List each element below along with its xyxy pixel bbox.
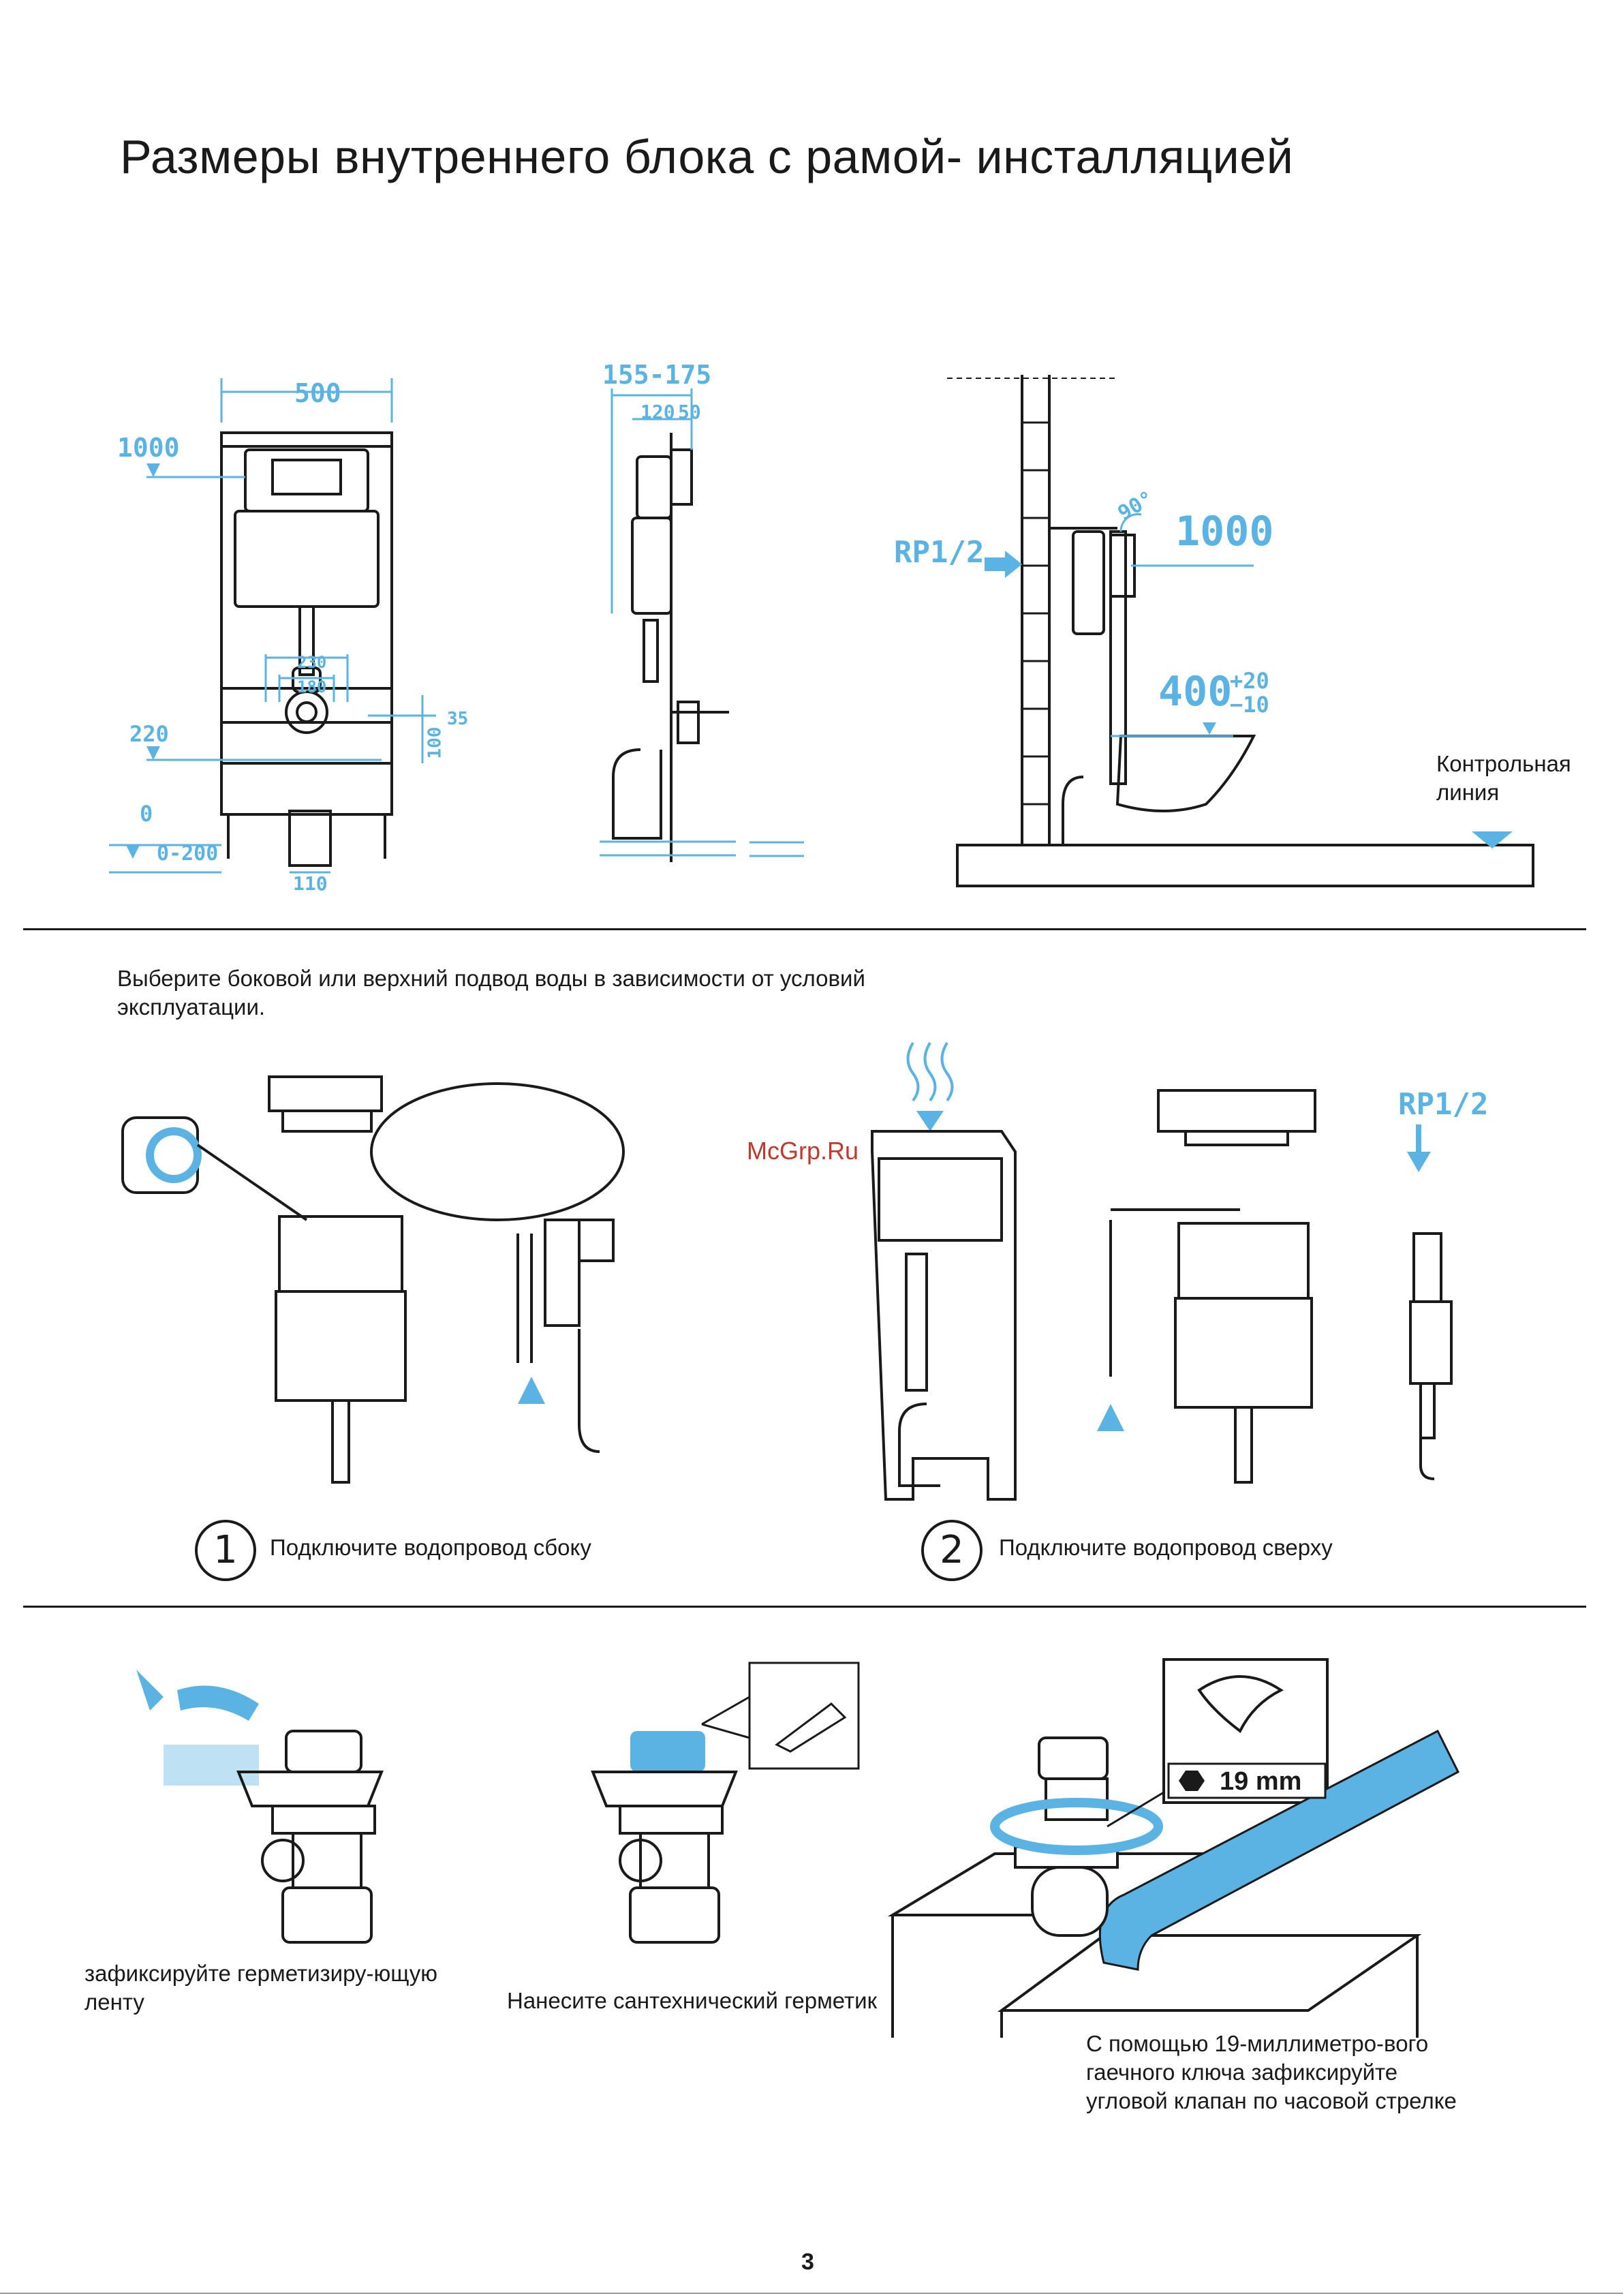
dim-wall-1000: 1000: [1175, 508, 1274, 555]
rp-top-label: RP1/2: [1398, 1087, 1489, 1122]
tape-valve-drawing: [136, 1670, 384, 1944]
wrench-size-label: 19 mm: [1220, 1767, 1302, 1796]
divider-2: [23, 1606, 1586, 1608]
dim-50: 50: [678, 401, 701, 423]
section2-intro: Выберите боковой или верхний подвод воды…: [117, 966, 865, 1020]
page-number: 3: [801, 2249, 814, 2275]
dim-120: 120: [640, 401, 675, 423]
wrench-valve-drawing: [887, 1658, 1459, 2038]
dim-110: 110: [293, 872, 328, 895]
dim-0-200: 0-200: [157, 842, 219, 866]
front-view-drawing: [109, 378, 436, 874]
step2-number: 2: [921, 1520, 983, 1581]
divider-1: [23, 928, 1586, 930]
ground-lines-right: [749, 841, 804, 857]
side-supply-drawing: [121, 1075, 625, 1484]
dim-35: 35: [447, 709, 469, 729]
dim-rp: RP1/2: [894, 535, 985, 570]
step1-label: Подключите водопровод сбоку: [270, 1535, 591, 1560]
step2-label: Подключите водопровод сверху: [999, 1535, 1333, 1560]
dim-plus: +20: [1230, 668, 1269, 694]
step1-number: 1: [195, 1520, 256, 1581]
wall-installation-drawing: [947, 375, 1534, 887]
dim-220: 220: [129, 721, 169, 747]
watermark: McGrp.Ru: [747, 1137, 859, 1165]
dim-0: 0: [140, 801, 153, 827]
dim-230: 230: [297, 653, 327, 672]
page-bottom-edge: [0, 2293, 1623, 2294]
dim-width: 500: [294, 378, 341, 408]
dim-100: 100: [424, 726, 446, 759]
page-title: Размеры внутреннего блока с рамой- инста…: [120, 130, 1294, 183]
caption-wrench: С помощью 19-миллиметро-вого гаечного кл…: [1086, 2031, 1457, 2113]
dim-wall-400: 400: [1158, 668, 1233, 716]
caption-sealant: Нанесите сантехнический герметик: [507, 1988, 878, 2013]
dim-depth: 155-175: [602, 360, 712, 390]
control-line-label: Контрольная линия: [1436, 751, 1571, 805]
top-supply-drawing: [871, 1041, 1453, 1501]
dim-minus: −10: [1230, 692, 1269, 718]
dim-height-1000: 1000: [117, 433, 180, 463]
side-view-drawing: [600, 388, 736, 862]
dim-180: 180: [297, 677, 327, 697]
sealant-valve-drawing: [591, 1662, 860, 1944]
caption-tape: зафиксируйте герметизиру-ющую ленту: [84, 1961, 438, 2015]
